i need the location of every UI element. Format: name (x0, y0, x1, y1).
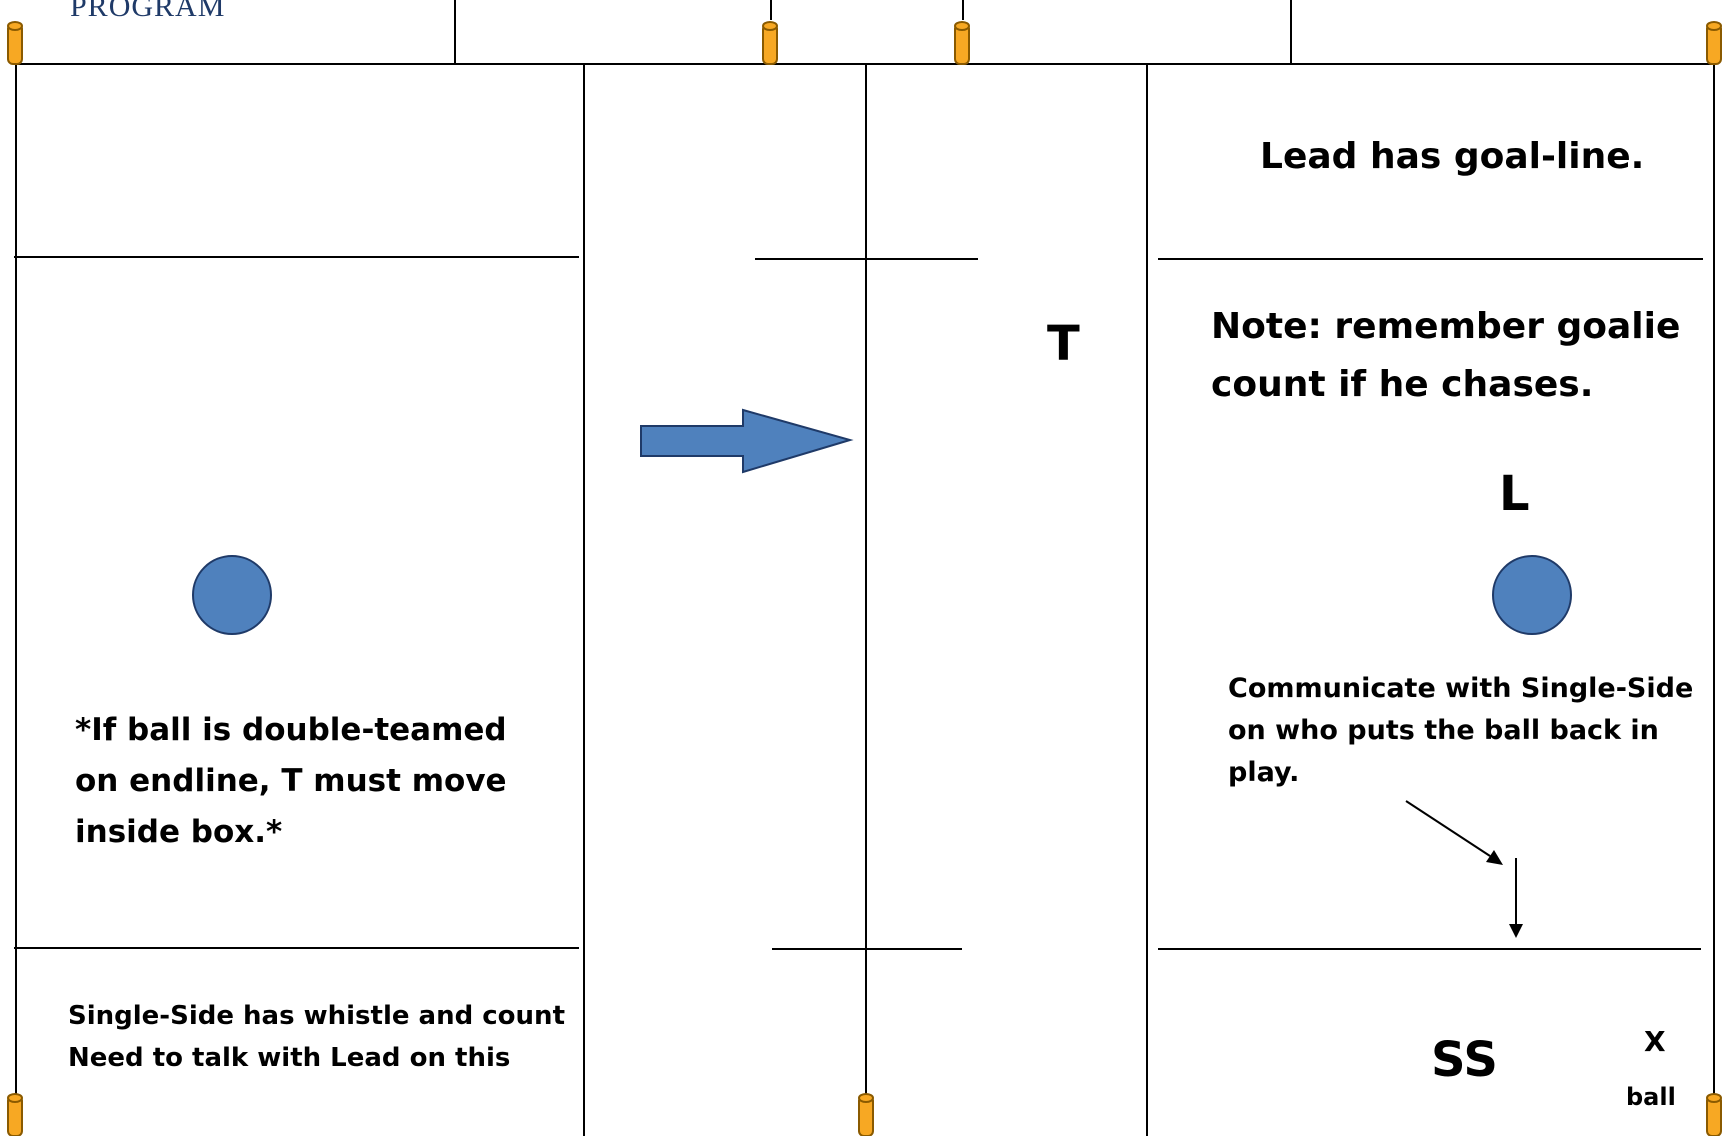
cone-icon (7, 1093, 23, 1136)
cone-icon (1706, 1093, 1722, 1136)
lead-referee-label: L (1499, 466, 1530, 522)
direction-arrow (640, 408, 854, 474)
double-team-line-3: inside box.* (75, 814, 283, 850)
trail-referee-label: T (1047, 316, 1080, 372)
left-player-circle (192, 555, 272, 635)
right-player-circle (1492, 555, 1572, 635)
diagonal-pointer-arrowhead (1486, 850, 1503, 865)
goalie-count-line-1: Note: remember goalie (1211, 306, 1681, 347)
single-side-note: Single-Side has whistle and count Need t… (68, 995, 565, 1079)
single-side-line-1: Single-Side has whistle and count (68, 1001, 565, 1031)
diagonal-pointer-arrow (1405, 800, 1491, 857)
cone-icon (762, 21, 778, 65)
cones (7, 21, 1722, 1136)
ball-marker-label: ball (1626, 1083, 1676, 1111)
lead-goal-line-note: Lead has goal-line. (1260, 136, 1645, 177)
double-team-note: *If ball is double-teamed on endline, T … (75, 705, 507, 858)
goalie-count-note: Note: remember goalie count if he chases… (1211, 298, 1680, 414)
communicate-line-2: on who puts the ball back in (1228, 715, 1659, 746)
communicate-line-3: play. (1228, 757, 1300, 788)
goalie-count-line-2: count if he chases. (1211, 364, 1594, 405)
cone-icon (954, 21, 970, 65)
communicate-note: Communicate with Single-Side on who puts… (1228, 668, 1693, 794)
communicate-line-1: Communicate with Single-Side (1228, 673, 1694, 704)
cone-icon (858, 1093, 874, 1136)
double-team-line-1: *If ball is double-teamed (75, 712, 507, 748)
single-side-line-2: Need to talk with Lead on this (68, 1043, 511, 1073)
program-logo-text: PROGRAM (70, 0, 226, 23)
vertical-pointer-arrowhead (1509, 924, 1523, 938)
single-side-referee-label: SS (1431, 1032, 1498, 1088)
double-team-line-2: on endline, T must move (75, 763, 507, 799)
cone-icon (7, 21, 23, 65)
cone-icon (1706, 21, 1722, 65)
ball-marker-symbol: X (1644, 1025, 1666, 1058)
